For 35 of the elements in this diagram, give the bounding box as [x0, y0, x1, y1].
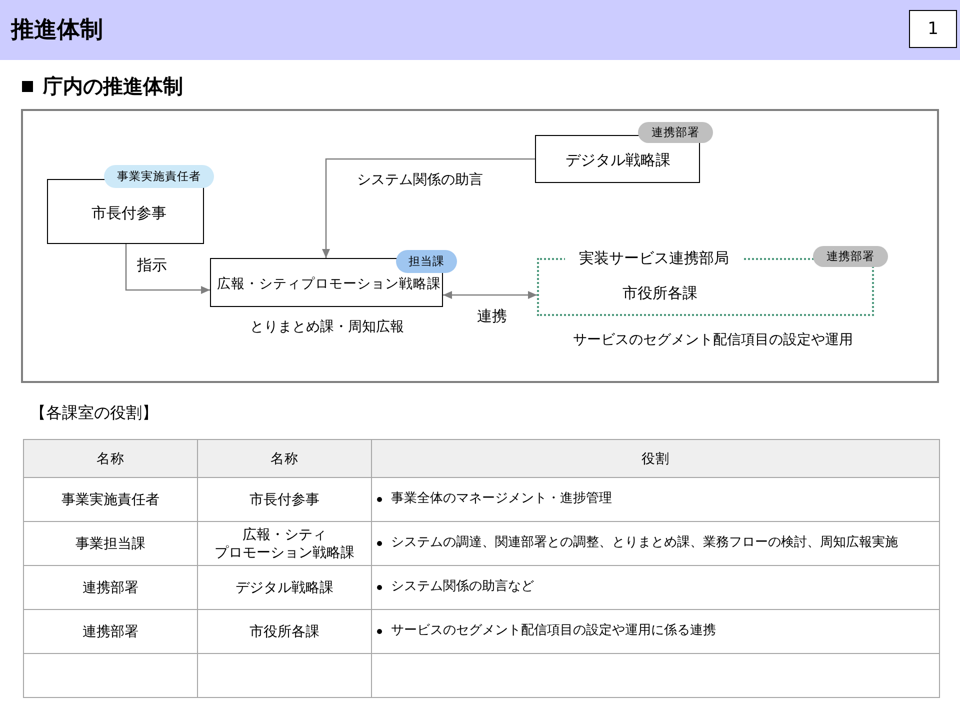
- role-badge: 連携部署: [813, 246, 888, 267]
- box-label: 広報・シティプロモーション戦略課: [217, 275, 441, 294]
- table-cell: 連携部署: [24, 610, 198, 654]
- caption-text: サービスのセグメント配信項目の設定や運用: [573, 331, 853, 349]
- connector-arrow: [443, 291, 537, 299]
- page-number: 1: [909, 10, 957, 48]
- connector-arrow: [125, 244, 210, 294]
- page-title: 推進体制: [11, 16, 103, 45]
- box-label: デジタル戦略課: [566, 150, 670, 170]
- column-header: 名称: [198, 440, 372, 478]
- connector-arrow: [322, 158, 535, 258]
- cell-text: 事業全体のマネージメント・進捗管理: [391, 492, 612, 507]
- caption-text: とりまとめ課・周知広報: [250, 318, 404, 336]
- box-label: 市長付参事: [92, 203, 166, 223]
- table-cell: 市長付参事: [198, 478, 372, 522]
- edge-label: 連携: [477, 306, 507, 326]
- table-cell: 連携部署: [24, 566, 198, 610]
- table-cell: 事業実施責任者: [24, 478, 198, 522]
- cell-text: システム関係の助言など: [391, 580, 534, 595]
- column-header: 役割: [372, 440, 940, 478]
- table-cell: 市役所各課: [198, 610, 372, 654]
- cell-text: サービスのセグメント配信項目の設定や運用に係る連携: [391, 624, 716, 639]
- group-title: 実装サービス連携部局: [565, 248, 743, 268]
- cell-text: システムの調達、関連部署との調整、とりまとめ課、業務フローの検討、周知広報実施: [391, 536, 898, 551]
- role-badge: 連携部署: [638, 122, 713, 143]
- table-caption: 【各課室の役割】: [30, 403, 158, 423]
- table-cell: 事業担当課: [24, 522, 198, 566]
- role-badge: 事業実施責任者: [104, 165, 214, 188]
- section-heading: 庁内の推進体制: [43, 74, 183, 98]
- table-cell: 広報・シティプロモーション戦略課: [198, 522, 372, 566]
- box-label: 市役所各課: [622, 283, 698, 303]
- edge-label: 指示: [137, 255, 167, 275]
- column-header: 名称: [24, 440, 198, 478]
- role-badge: 担当課: [396, 250, 457, 273]
- table-cell: デジタル戦略課: [198, 566, 372, 610]
